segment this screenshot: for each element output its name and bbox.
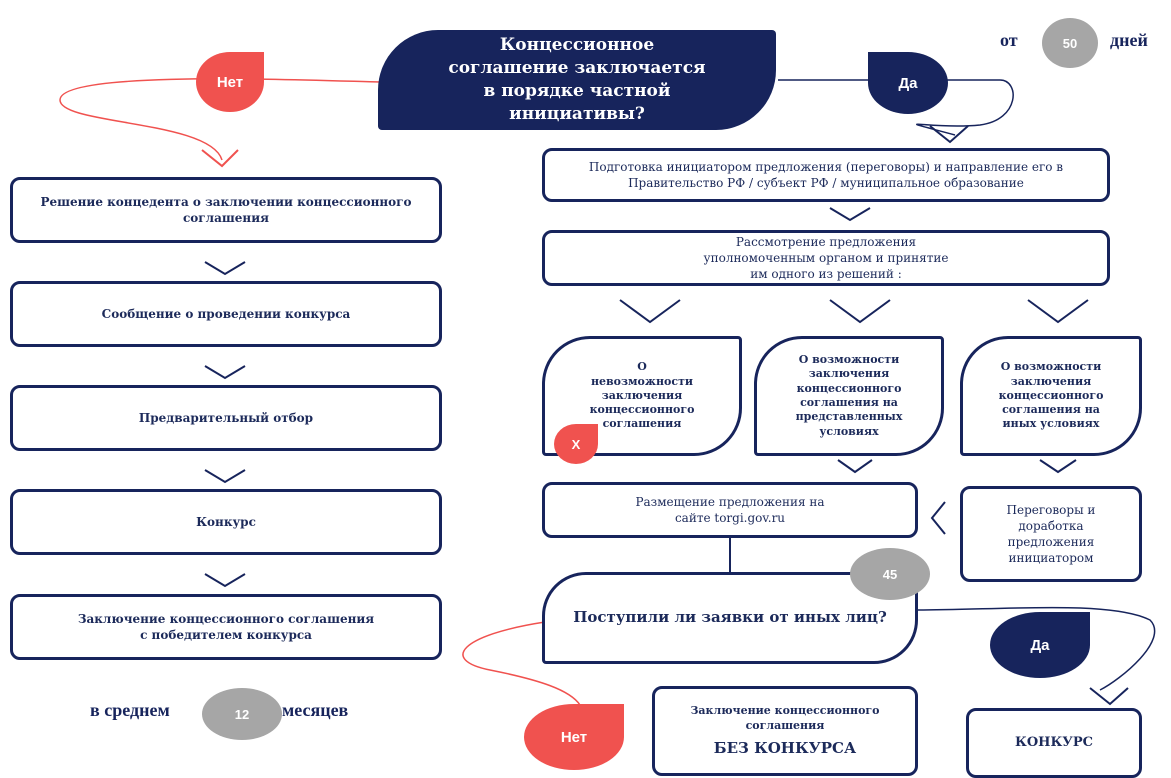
days-50-value: 50 <box>1062 35 1078 51</box>
main-question-box: Концессионное соглашение заключается в п… <box>378 30 776 130</box>
days-prefix: от <box>1000 30 1018 50</box>
result-no-competition: Заключение концессионного соглашения БЕЗ… <box>652 686 918 776</box>
decision-possible-other: О возможности заключения концессионного … <box>960 336 1142 456</box>
left-step-2: Сообщение о проведении конкурса <box>10 281 442 347</box>
avg-12-value: 12 <box>234 706 250 722</box>
main-question-text: Концессионное соглашение заключается в п… <box>448 35 706 124</box>
avg-suffix: месяцев <box>282 700 349 720</box>
right-step-1: Подготовка инициатором предложения (пере… <box>542 148 1110 202</box>
result-no-competition-line1: Заключение концессионного соглашения <box>690 704 880 732</box>
yes-branch-label: Да <box>868 52 948 114</box>
decision-impossible-text: О невозможности заключения концессионног… <box>589 360 695 431</box>
placement-box: Размещение предложения на сайте torgi.go… <box>542 482 918 538</box>
yes-branch-text-2: Да <box>1030 636 1050 654</box>
yes-branch-text: Да <box>898 74 918 92</box>
no-branch-text-2: Нет <box>560 728 588 746</box>
no-branch-label: Нет <box>196 52 264 112</box>
avg-12-badge: 12 <box>202 688 282 740</box>
no-branch-text: Нет <box>216 73 244 91</box>
decision-possible-presented-text: О возможности заключения концессионного … <box>795 353 903 438</box>
result-competition: КОНКУРС <box>966 708 1142 778</box>
left-step-3: Предварительный отбор <box>10 385 442 451</box>
no-branch-label-2: Нет <box>524 704 624 770</box>
decision-possible-other-text: О возможности заключения концессионного … <box>998 360 1104 431</box>
left-step-1: Решение концедента о заключении концесси… <box>10 177 442 243</box>
negotiation-box: Переговоры и доработка предложения иници… <box>960 486 1142 582</box>
reject-mark: Х <box>554 424 598 464</box>
reject-mark-text: Х <box>571 436 581 452</box>
decision-possible-presented: О возможности заключения концессионного … <box>754 336 944 456</box>
days-50-badge: 50 <box>1042 18 1098 68</box>
days-45-value: 45 <box>882 566 898 582</box>
left-step-4: Конкурс <box>10 489 442 555</box>
days-suffix: дней <box>1110 30 1148 50</box>
yes-branch-label-2: Да <box>990 612 1090 678</box>
right-step-2: Рассмотрение предложения уполномоченным … <box>542 230 1110 286</box>
question-2-text: Поступили ли заявки от иных лиц? <box>573 608 887 627</box>
avg-prefix: в среднем <box>90 700 170 720</box>
days-45-badge: 45 <box>850 548 930 600</box>
left-step-5: Заключение концессионного соглашения с п… <box>10 594 442 660</box>
result-no-competition-line2: БЕЗ КОНКУРСА <box>713 738 857 757</box>
decision-impossible: О невозможности заключения концессионног… <box>542 336 742 456</box>
